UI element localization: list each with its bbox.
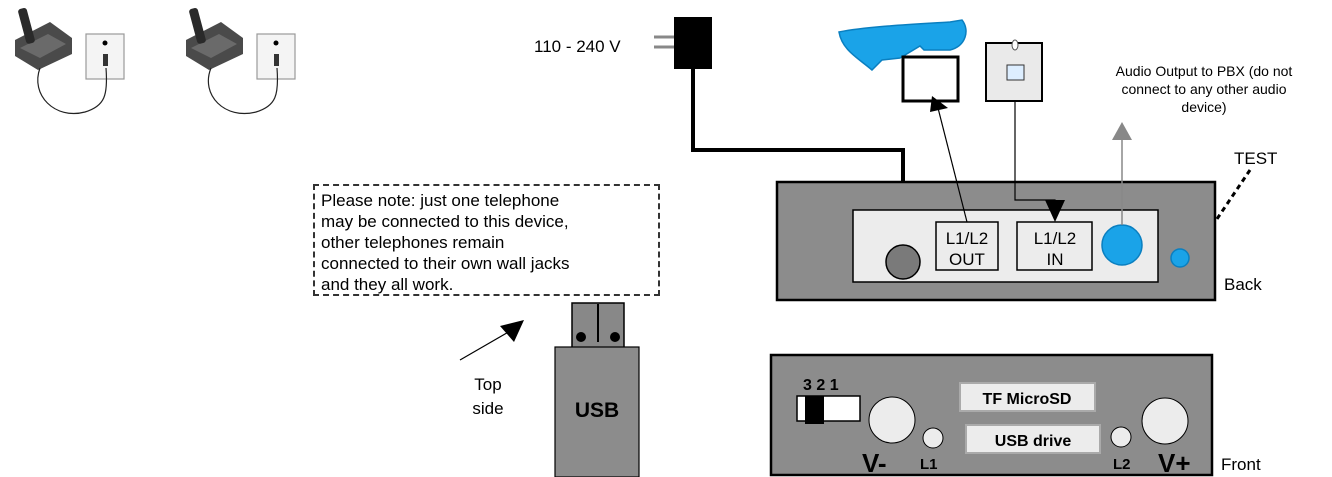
phone-base-box — [901, 55, 960, 103]
tf-microsd-label: TF MicroSD — [983, 391, 1072, 408]
port-in-label-1: L1/L2 — [1034, 229, 1077, 248]
led-l2 — [1110, 426, 1132, 448]
out-connection-line — [937, 107, 968, 223]
top-side-pointer-line — [459, 329, 513, 361]
audio-arrow-icon — [1112, 122, 1132, 140]
front-label: Front — [1221, 455, 1261, 474]
test-button — [1170, 248, 1190, 268]
top-side-label-2: side — [472, 399, 503, 418]
port-in-box — [1016, 221, 1093, 271]
wall-jack-1-icon — [85, 33, 125, 80]
phone-cable-2 — [207, 67, 279, 115]
in-arrow-icon — [1045, 200, 1065, 222]
note-box: Please note: just one telephone may be c… — [313, 184, 660, 296]
note-line: connected to their own wall jacks — [321, 254, 570, 273]
led-l1-label: L1 — [920, 456, 938, 473]
voltage-label: 110 - 240 V — [534, 37, 621, 56]
phone-cable-1 — [37, 67, 108, 115]
tf-microsd-slot — [959, 382, 1096, 412]
out-arrow-icon — [930, 96, 948, 112]
wall-jack-3-port — [1006, 64, 1025, 81]
usb-drive-slot — [965, 424, 1101, 454]
port-out-label-2: OUT — [949, 250, 985, 269]
wall-jack-2-icon — [256, 33, 296, 80]
volume-up-label: V+ — [1158, 448, 1191, 477]
port-in-label-2: IN — [1047, 250, 1064, 269]
wall-jack-3-screw — [1011, 39, 1019, 51]
usb-pin-right — [610, 332, 620, 342]
power-jack — [885, 244, 921, 280]
telephone-1-icon — [15, 7, 72, 70]
led-l2-label: L2 — [1113, 456, 1131, 473]
volume-down-knob — [868, 396, 916, 444]
audio-output-label-line-1: Audio Output to PBX (do not — [1116, 63, 1293, 79]
usb-stick-label: USB — [575, 399, 619, 422]
port-out-label-1: L1/L2 — [946, 229, 989, 248]
power-adapter-icon — [674, 17, 712, 69]
audio-output-label-line-2: connect to any other audio — [1121, 81, 1286, 97]
usb-pin-left — [576, 332, 586, 342]
note-line: Please note: just one telephone — [321, 191, 560, 210]
back-label: Back — [1224, 275, 1262, 294]
usb-stick-body — [554, 346, 640, 477]
note-line: other telephones remain — [321, 233, 505, 252]
led-l1 — [922, 427, 944, 449]
volume-down-label: V- — [862, 448, 887, 477]
audio-output-jack — [1101, 224, 1143, 266]
top-side-label-1: Top — [474, 375, 501, 394]
note-line: may be connected to this device, — [321, 212, 569, 231]
top-side-arrow-icon — [500, 320, 524, 342]
test-label: TEST — [1234, 149, 1277, 168]
volume-up-knob — [1141, 397, 1189, 445]
usb-drive-label: USB drive — [995, 433, 1072, 450]
switch-numbers: 3 2 1 — [803, 377, 839, 394]
note-line: and they all work. — [321, 275, 454, 294]
telephone-2-icon — [186, 7, 243, 70]
mode-switch-knob — [805, 396, 824, 424]
handset-icon — [838, 19, 967, 72]
audio-output-label-line-3: device) — [1181, 99, 1226, 115]
